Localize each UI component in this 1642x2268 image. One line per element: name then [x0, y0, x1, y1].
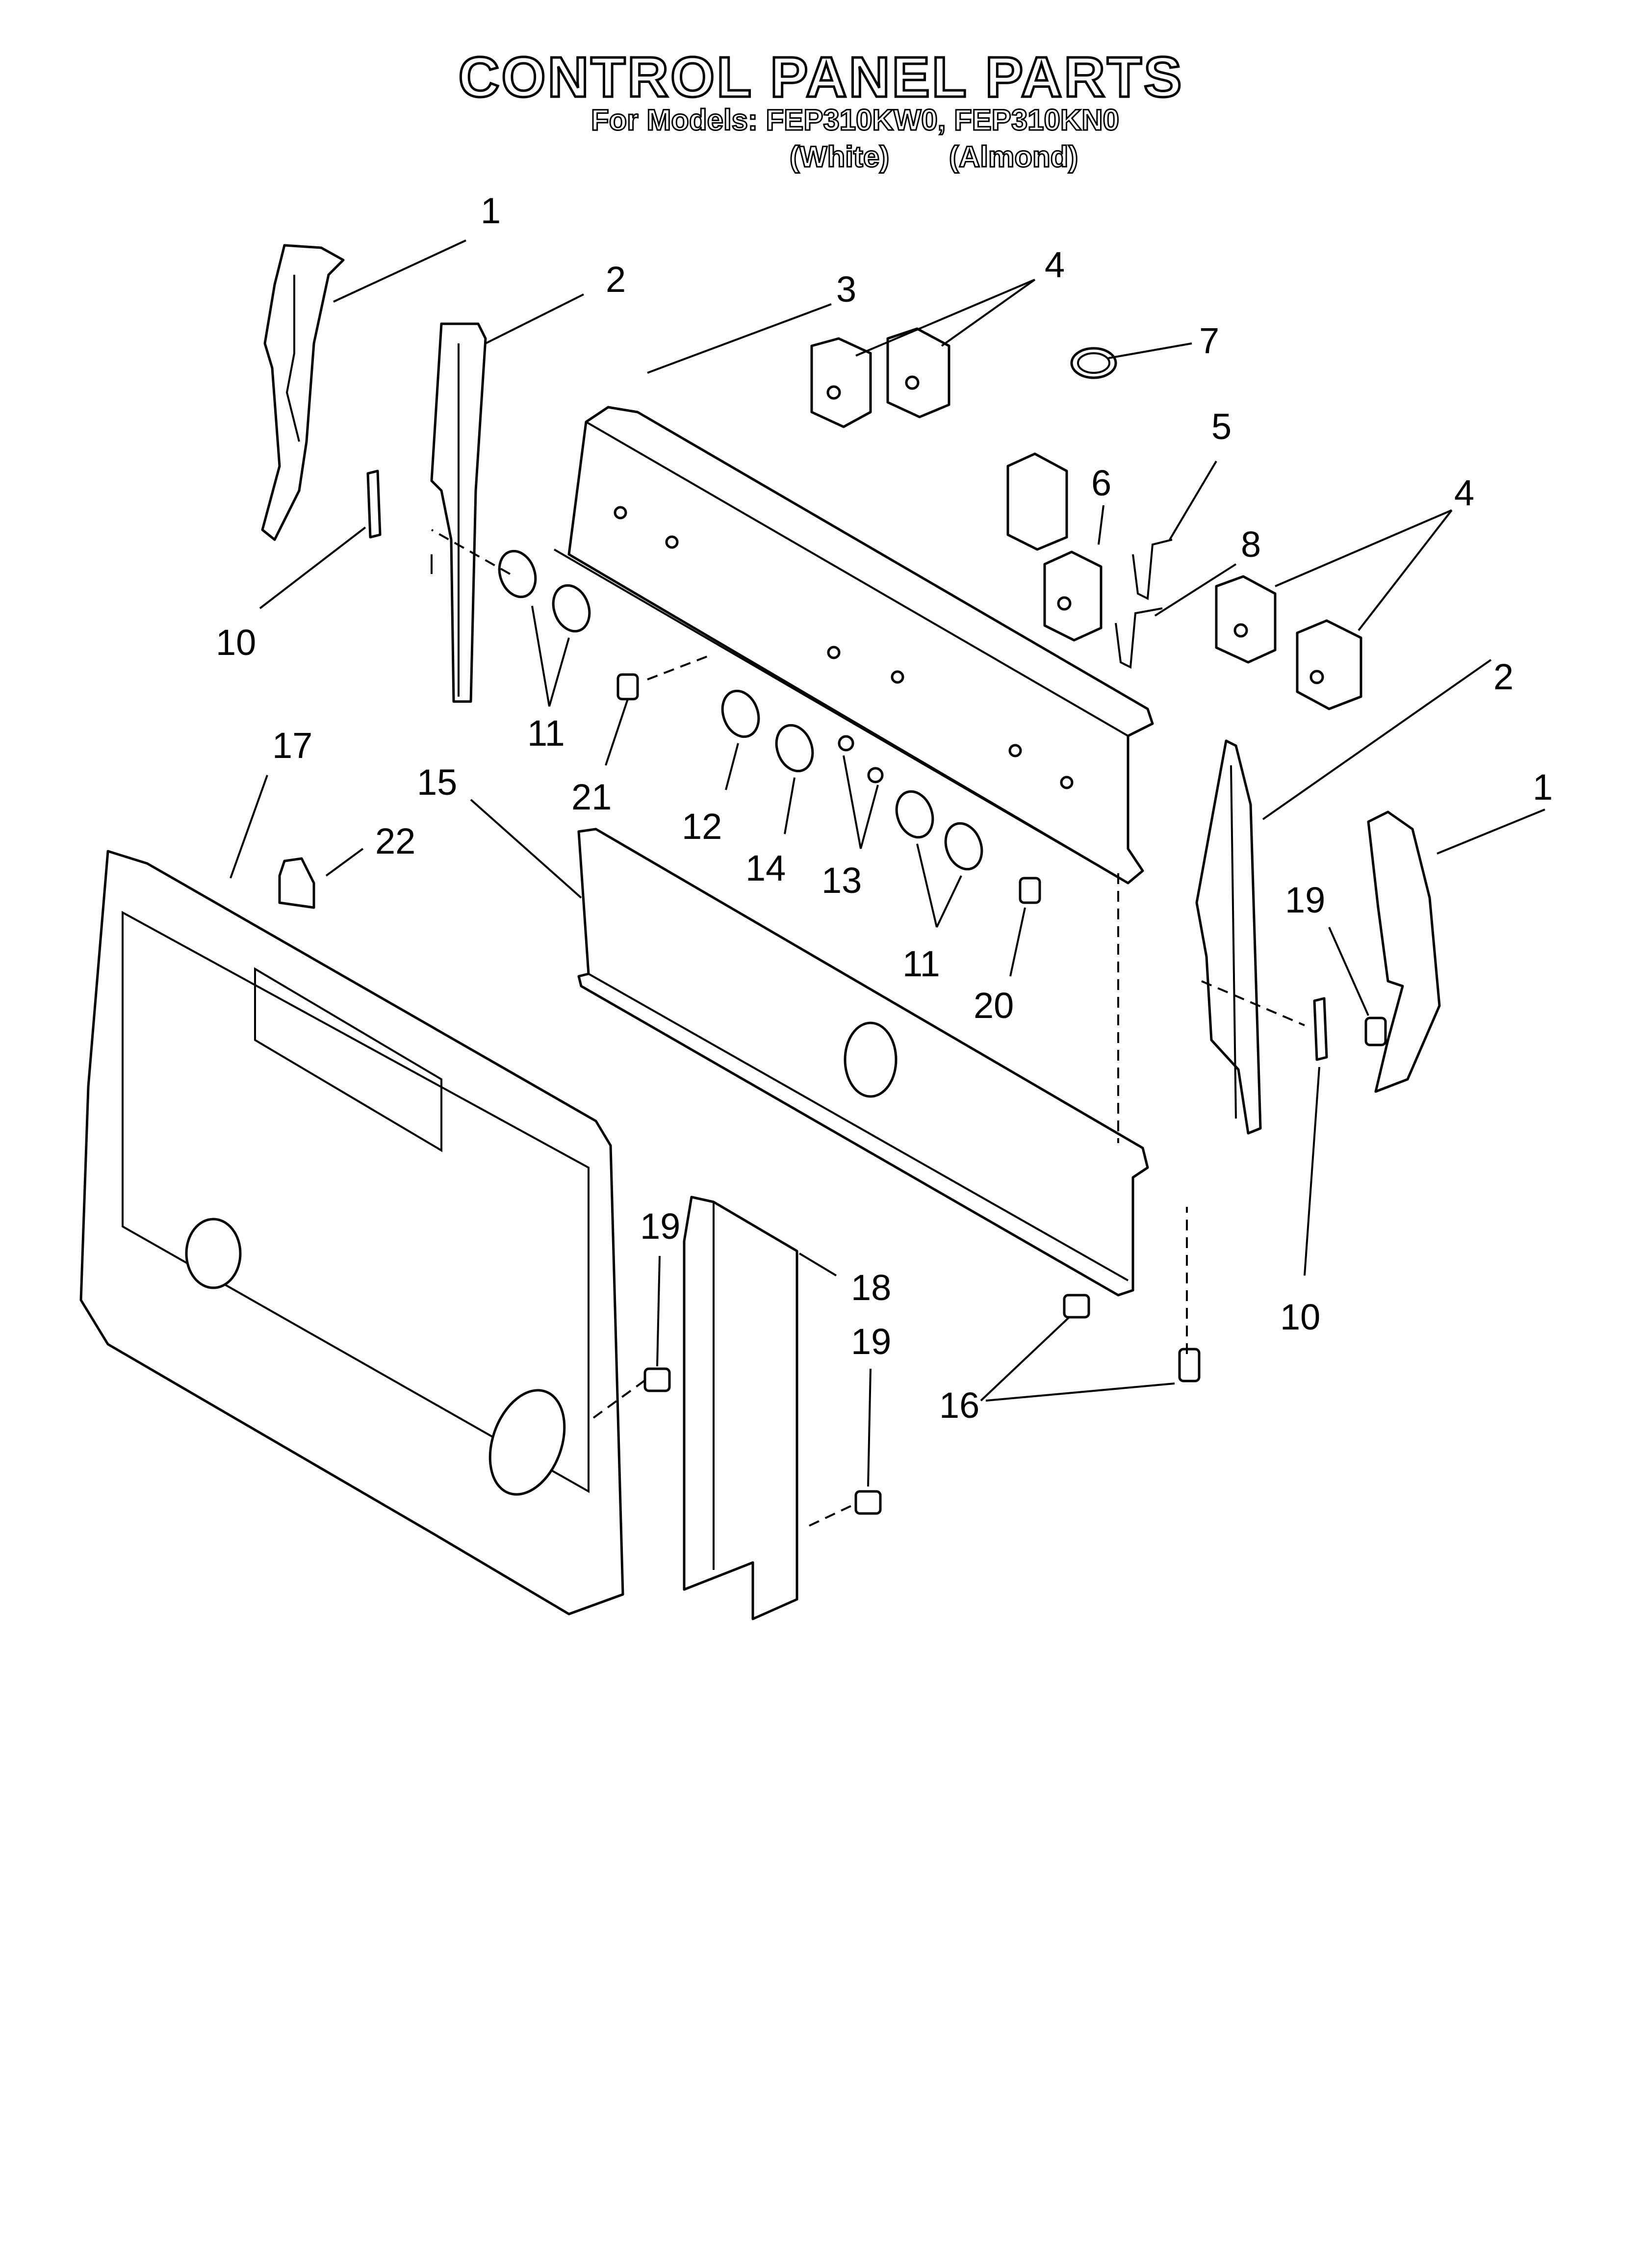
callout-8: 8: [1241, 524, 1261, 565]
knob-11-a: [498, 549, 537, 599]
callout-19-right: 19: [1285, 880, 1325, 920]
part-5-wire-harness: [1132, 539, 1173, 600]
callout-10-left: 10: [216, 622, 256, 663]
callout-14: 14: [745, 848, 786, 888]
knob-11-b: [552, 584, 591, 633]
knob-11-d: [944, 822, 983, 871]
part-1-left-end-cap: [261, 244, 345, 541]
callout-21: 21: [571, 777, 612, 817]
callout-11-left: 11: [527, 713, 565, 754]
callout-18: 18: [851, 1267, 891, 1308]
models-line: For Models: FEP310KW0, FEP310KN0: [590, 103, 1120, 137]
part-15-panel-backing: [577, 828, 1149, 1297]
callout-19-low: 19: [851, 1321, 891, 1362]
callout-12: 12: [682, 806, 722, 847]
callout-1-right: 1: [1533, 767, 1553, 808]
part-22-clip: [278, 857, 315, 909]
part-8-wire-harness: [1115, 607, 1163, 669]
align-line-e: [1201, 980, 1305, 1026]
callout-3: 3: [836, 269, 856, 310]
callout-10-right: 10: [1280, 1297, 1320, 1337]
part-6-control-unit: [1006, 452, 1103, 642]
screw-16-a: [1063, 1294, 1090, 1319]
part-4-switch-b: [886, 327, 950, 418]
screw-19-low: [854, 1490, 882, 1515]
callout-4-right: 4: [1454, 472, 1474, 513]
part-3-control-console: [553, 406, 1154, 885]
screw-20: [1019, 877, 1041, 904]
part-10-left-clip: [366, 469, 382, 539]
callout-5: 5: [1211, 406, 1232, 447]
callout-11-right: 11: [902, 943, 940, 984]
callout-20: 20: [974, 985, 1014, 1026]
align-line-a: [431, 529, 511, 575]
part-1-right-end-cap: [1367, 810, 1441, 1093]
part-17-back-panel: [79, 850, 624, 1616]
variant-white: (White): [789, 140, 890, 174]
align-line-b: [647, 654, 712, 680]
screw-13-a: [838, 735, 854, 752]
variant-almond: (Almond): [948, 140, 1078, 174]
callout-2-left: 2: [606, 259, 626, 300]
part-10-right-clip: [1313, 997, 1328, 1061]
part-18-side-trim: [683, 1196, 798, 1620]
screw-19-mid: [643, 1367, 671, 1392]
callout-17: 17: [272, 725, 312, 766]
callout-19-mid: 19: [640, 1206, 680, 1247]
part-4-switch-d: [1296, 619, 1362, 710]
callout-7: 7: [1199, 320, 1219, 361]
screw-13-b: [867, 767, 884, 783]
part-7-ring: [1070, 347, 1117, 379]
callout-2-right: 2: [1493, 656, 1514, 697]
align-line-g: [809, 1503, 856, 1527]
knob-14: [775, 724, 814, 773]
leader-lines: [230, 239, 1545, 1487]
callout-13: 13: [821, 860, 862, 901]
screw-16-b: [1178, 1348, 1201, 1382]
part-2-left-side-bracket: [430, 322, 487, 703]
align-line-f: [592, 1378, 648, 1419]
page-title: CONTROL PANEL PARTS: [457, 44, 1184, 110]
callout-4-top: 4: [1045, 244, 1065, 285]
callout-22: 22: [375, 821, 415, 861]
callout-labels: 1 2 3 4 7 5 6 4 8 10 11 21 12 14 13 11 2…: [216, 190, 1553, 1426]
part-4-switch-a: [810, 337, 872, 428]
callout-6: 6: [1091, 463, 1111, 503]
knob-11-c: [895, 790, 934, 839]
screw-19-right: [1364, 1017, 1387, 1046]
callout-16: 16: [939, 1385, 979, 1426]
callout-1-left: 1: [481, 190, 501, 231]
part-4-switch-c: [1215, 575, 1277, 664]
screw-21: [616, 673, 639, 701]
callout-15: 15: [417, 762, 457, 803]
knob-12: [721, 689, 760, 738]
part-2-right-side-bracket: [1195, 739, 1262, 1135]
